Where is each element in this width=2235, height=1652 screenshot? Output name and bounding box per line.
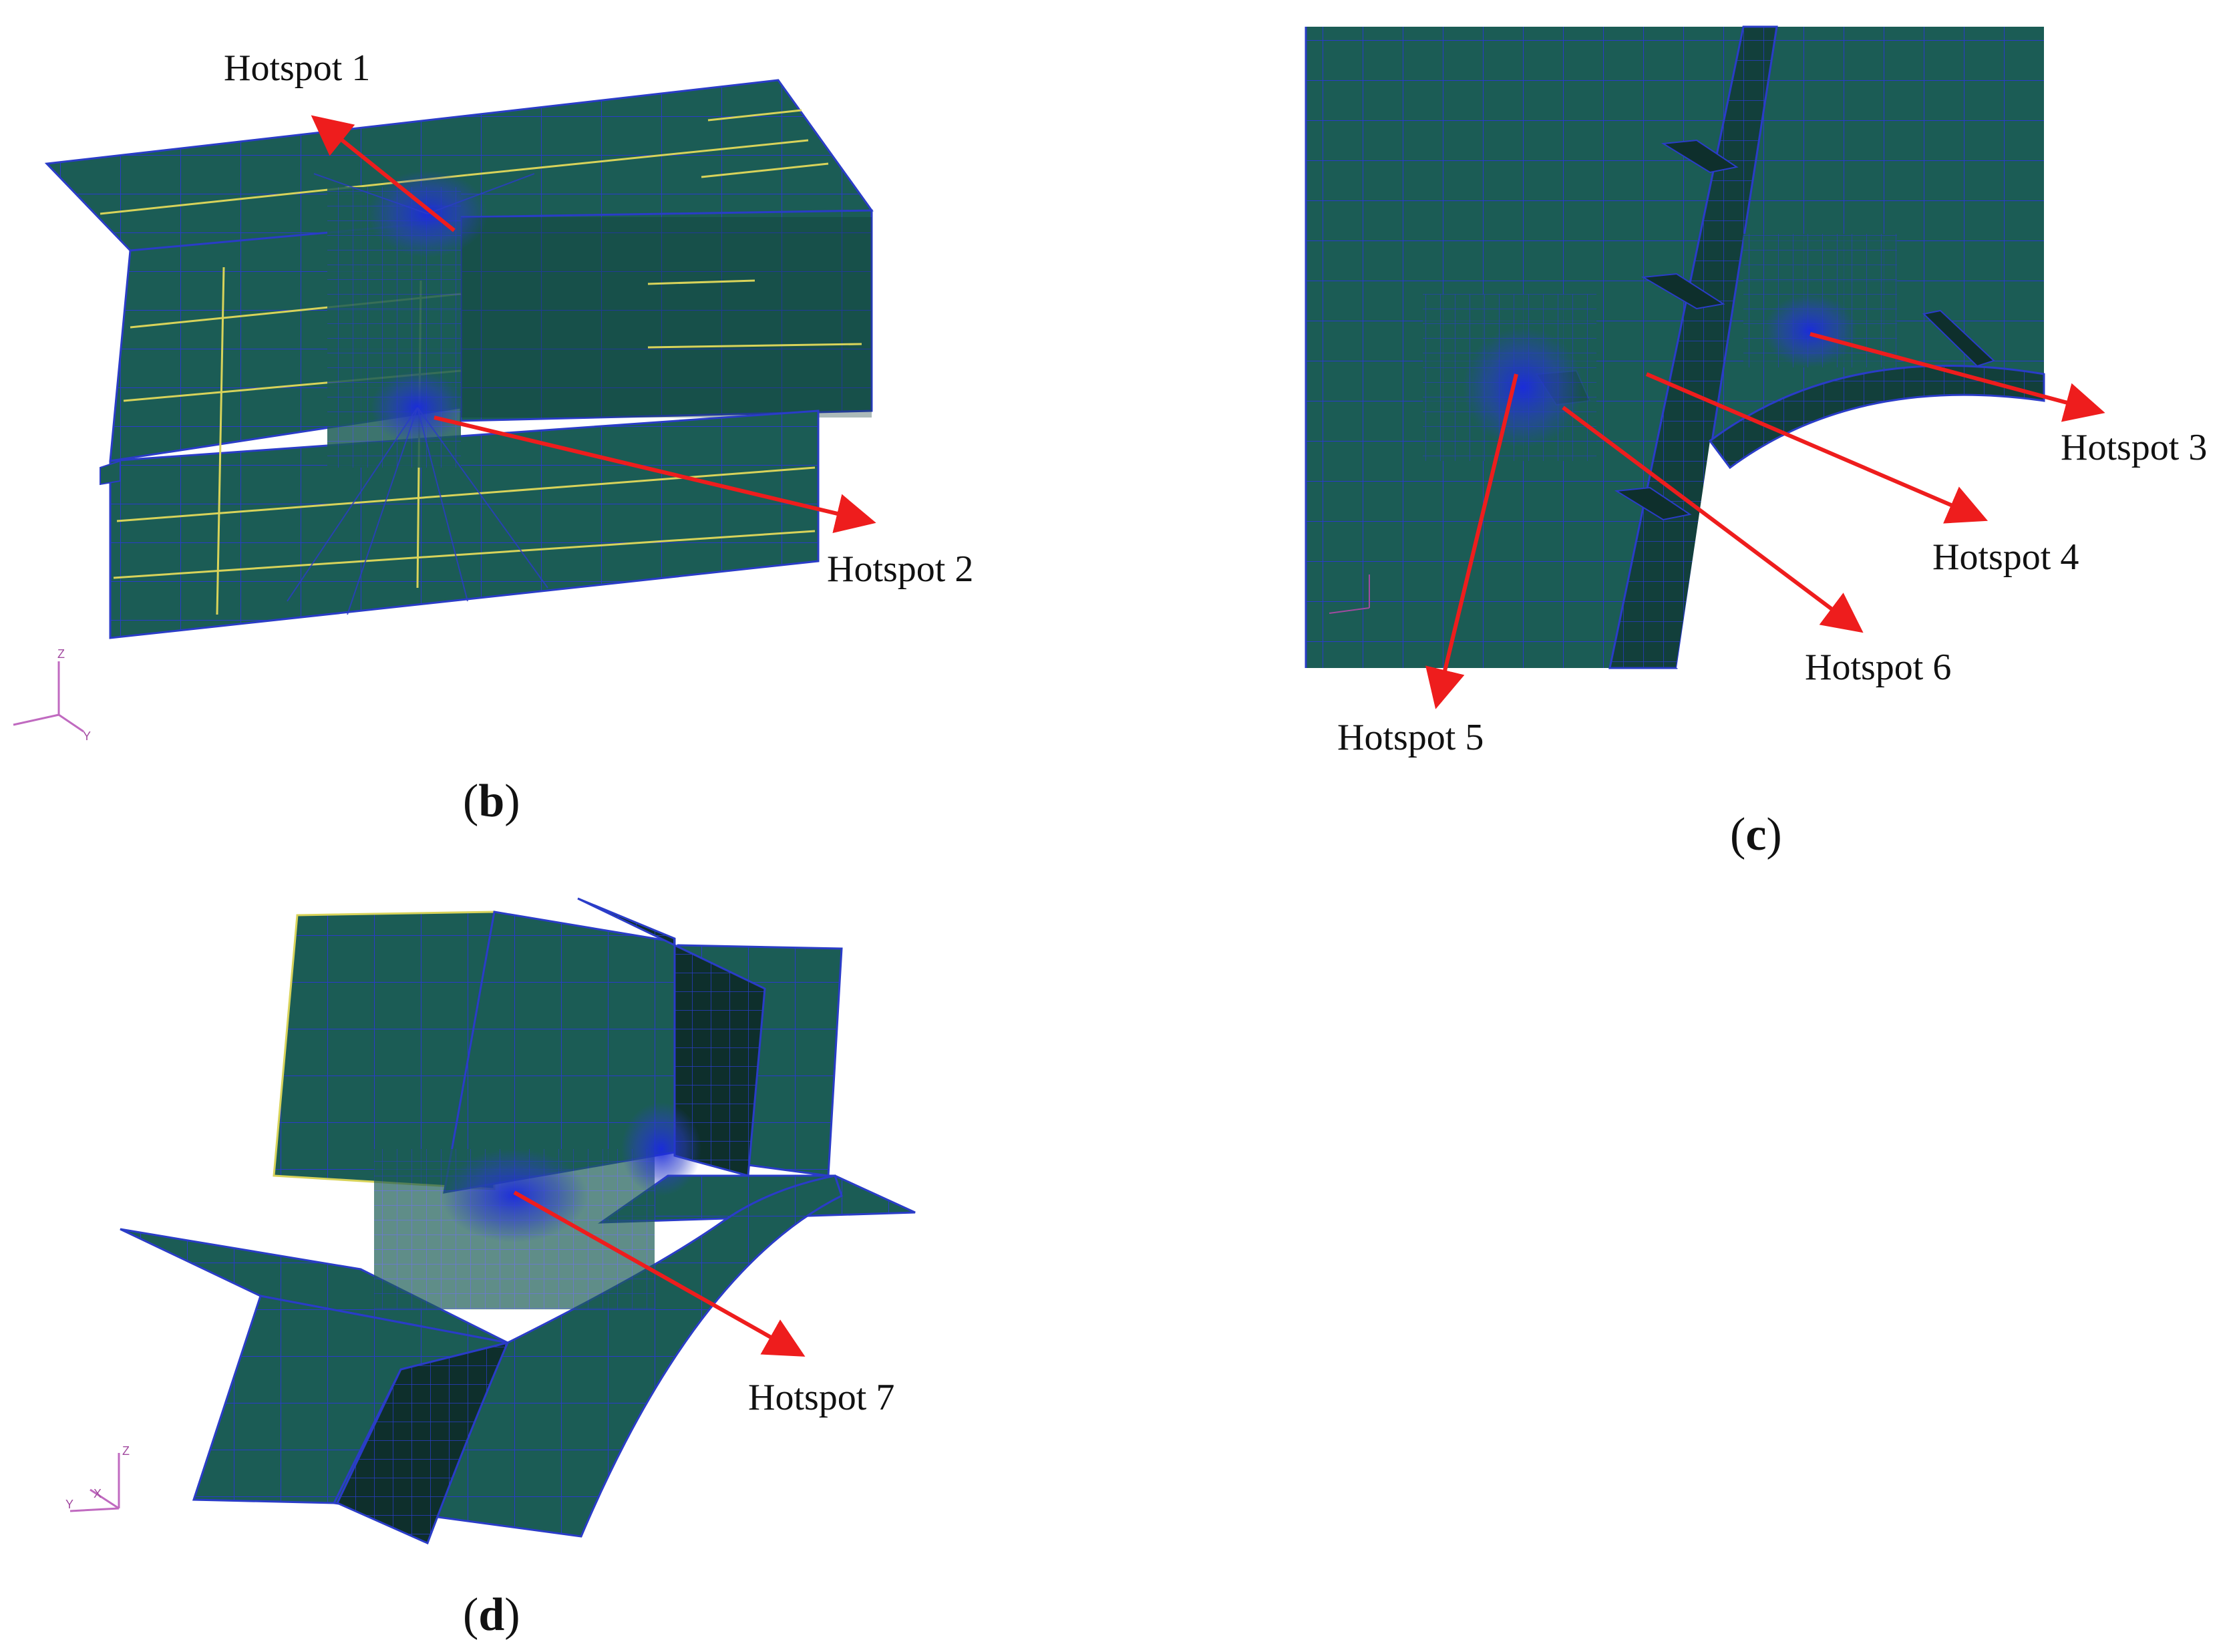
- hotspot-3-label: Hotspot 3: [2061, 427, 2207, 468]
- hotspot-1-arrow: [311, 115, 456, 232]
- panel-c-mesh: [1305, 25, 2045, 669]
- panel-b-axis-z-label: Z: [57, 647, 65, 661]
- panel-b-mesh: [44, 79, 874, 639]
- panel-c-caption: (c): [1730, 809, 1782, 860]
- hotspot-2-label: Hotspot 2: [827, 548, 973, 590]
- panel-d-axis-z-label: Z: [122, 1444, 130, 1458]
- hotspot-7-label: Hotspot 7: [748, 1377, 894, 1418]
- panel-d-caption: (d): [463, 1589, 520, 1641]
- panel-b-axis-triad-icon: [13, 661, 84, 733]
- hotspot-1-label: Hotspot 1: [224, 47, 370, 89]
- panel-d-axis-y-label: Y: [65, 1498, 73, 1511]
- hotspot-3-arrow: [1810, 332, 2105, 422]
- hotspot-4-label: Hotspot 4: [1932, 536, 2079, 578]
- hotspot-6-label: Hotspot 6: [1805, 647, 1951, 688]
- panel-b-caption: (b): [463, 776, 520, 827]
- panel-d-axis-triad-icon: [69, 1453, 120, 1512]
- hotspot-2-arrow: [434, 416, 876, 534]
- hotspot-5-arrow: [1425, 373, 1518, 709]
- panel-d: Z Y X Hotspot 7 (d): [65, 897, 916, 1641]
- panel-d-axis-x-label: X: [94, 1487, 102, 1500]
- panel-c: Hotspot 3 Hotspot 4 Hotspot 5 Hotspot 6 …: [1305, 25, 2207, 860]
- hotspot-7-arrow: [513, 1190, 806, 1357]
- panel-b-axis-y-label: Y: [83, 729, 91, 743]
- panel-d-mesh: [120, 897, 916, 1545]
- hotspot-6-arrow: [1562, 405, 1864, 633]
- hotspot-5-label: Hotspot 5: [1337, 717, 1484, 758]
- panel-c-axis-triad-icon: [1329, 574, 1370, 614]
- panel-b: Z Y Hotspot 1 Hotspot 2 (b): [13, 47, 973, 827]
- hotspot-4-arrow: [1645, 372, 1989, 524]
